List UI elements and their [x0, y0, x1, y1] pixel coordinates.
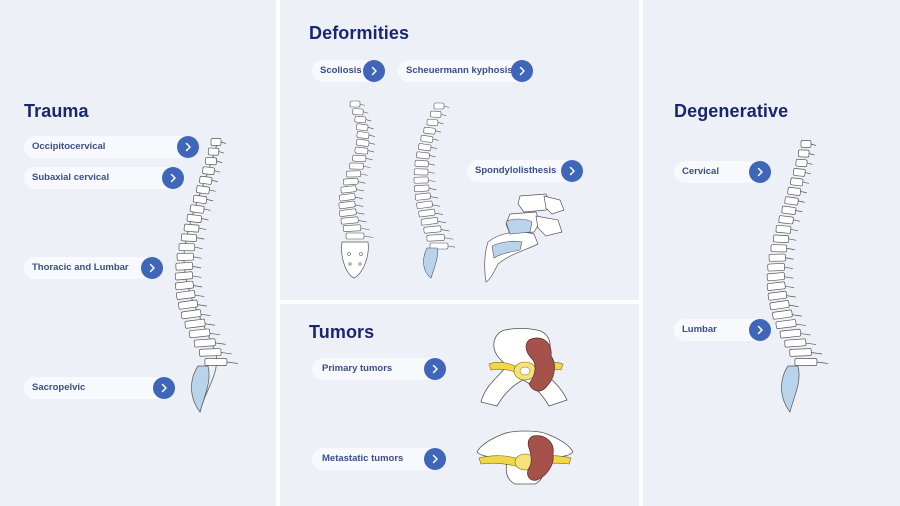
scoliosis-spine-illustration — [338, 100, 376, 279]
link-label: Thoracic and Lumbar — [32, 262, 129, 273]
chevron-right-icon[interactable] — [561, 160, 583, 182]
chevron-right-icon[interactable] — [749, 161, 771, 183]
link-label: Scoliosis — [320, 65, 362, 76]
deformities-panel: Deformities Scoliosis Scheuermann kyphos… — [280, 0, 639, 300]
chevron-right-icon[interactable] — [363, 60, 385, 82]
link-label: Spondylolisthesis — [475, 165, 557, 176]
chevron-right-icon[interactable] — [177, 136, 199, 158]
metastatic-tumor-vertebra-illustration — [476, 430, 574, 485]
degenerative-title: Degenerative — [674, 101, 789, 121]
link-label: Sacropelvic — [32, 382, 86, 393]
metastatic-tumors-link[interactable]: Metastatic tumors — [312, 448, 446, 470]
sacropelvic-link[interactable]: Sacropelvic — [24, 377, 175, 399]
chevron-right-icon[interactable] — [749, 319, 771, 341]
lumbar-link[interactable]: Lumbar — [674, 319, 771, 341]
scheuermann-kyphosis-link[interactable]: Scheuermann kyphosis — [398, 60, 533, 82]
trauma-title: Trauma — [24, 101, 89, 121]
chevron-right-icon[interactable] — [162, 167, 184, 189]
primary-tumors-link[interactable]: Primary tumors — [312, 358, 446, 380]
chevron-right-icon[interactable] — [511, 60, 533, 82]
occipitocervical-link[interactable]: Occipitocervical — [24, 136, 199, 158]
chevron-right-icon[interactable] — [141, 257, 163, 279]
kyphosis-spine-illustration — [413, 102, 455, 279]
chevron-right-icon[interactable] — [424, 448, 446, 470]
tumors-panel: Tumors Primary tumors Metastatic tumors — [280, 304, 639, 506]
subaxial-cervical-link[interactable]: Subaxial cervical — [24, 167, 184, 189]
chevron-right-icon[interactable] — [424, 358, 446, 380]
scoliosis-link[interactable]: Scoliosis — [312, 60, 385, 82]
cervical-link[interactable]: Cervical — [674, 161, 771, 183]
link-label: Primary tumors — [322, 363, 393, 374]
full-spine-illustration — [766, 140, 828, 413]
degenerative-panel: Degenerative Cervical Lumbar — [643, 0, 900, 506]
link-label: Lumbar — [682, 324, 717, 335]
link-label: Metastatic tumors — [322, 453, 404, 464]
primary-tumor-vertebra-illustration — [480, 328, 568, 407]
full-spine-illustration — [174, 138, 238, 413]
link-label: Occipitocervical — [32, 141, 106, 152]
link-label: Subaxial cervical — [32, 172, 110, 183]
tumors-title: Tumors — [309, 322, 375, 342]
chevron-right-icon[interactable] — [153, 377, 175, 399]
trauma-panel: Trauma Occipitocervical Subaxial cervica… — [0, 0, 276, 506]
thoracic-lumbar-link[interactable]: Thoracic and Lumbar — [24, 257, 163, 279]
spondylolisthesis-illustration — [484, 193, 565, 283]
deformities-title: Deformities — [309, 23, 410, 43]
link-label: Cervical — [682, 166, 719, 177]
link-label: Scheuermann kyphosis — [406, 65, 513, 76]
spondylolisthesis-link[interactable]: Spondylolisthesis — [467, 160, 583, 182]
